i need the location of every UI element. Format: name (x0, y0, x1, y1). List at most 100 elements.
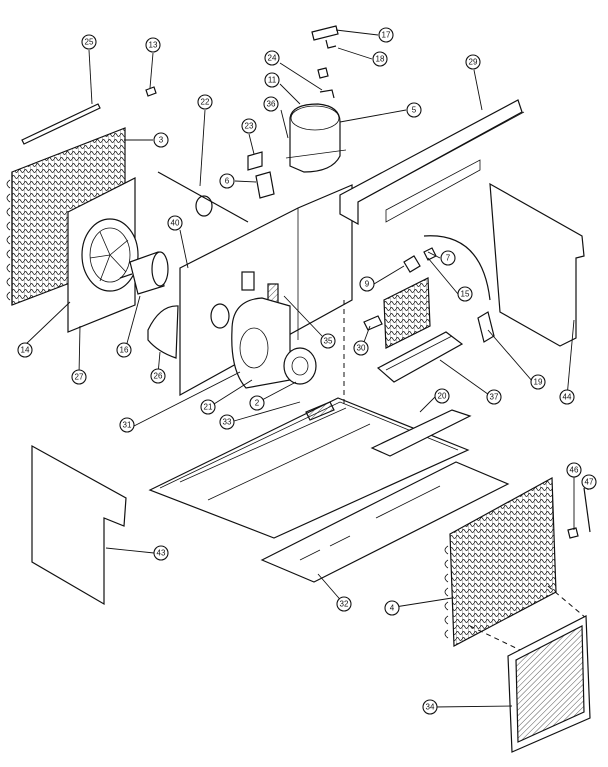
callout-label: 9 (365, 280, 370, 289)
callout-label: 19 (534, 378, 543, 387)
callout-label: 34 (426, 703, 435, 712)
callout-31: 31 (119, 417, 135, 433)
callout-label: 37 (490, 393, 499, 402)
right-side-panel (489, 182, 585, 347)
callout-2: 2 (249, 395, 265, 411)
callout-label: 4 (390, 604, 395, 613)
callout-24: 24 (264, 50, 280, 66)
callout-19: 19 (530, 374, 546, 390)
callout-label: 5 (412, 106, 417, 115)
grommet (145, 86, 157, 97)
blower (231, 297, 317, 389)
callout-7: 7 (440, 250, 456, 266)
callout-44: 44 (559, 389, 575, 405)
callout-label: 16 (120, 346, 129, 355)
callout-label: 15 (461, 290, 470, 299)
callout-27: 27 (71, 369, 87, 385)
callout-label: 20 (438, 392, 447, 401)
parts-drawing (6, 25, 591, 753)
callout-22: 22 (197, 94, 213, 110)
callout-label: 11 (268, 76, 277, 85)
callout-label: 29 (469, 58, 478, 67)
callout-label: 33 (223, 418, 232, 427)
callout-label: 23 (245, 122, 254, 131)
callout-label: 40 (171, 219, 180, 228)
callout-label: 35 (324, 337, 333, 346)
callout-5: 5 (406, 102, 422, 118)
callout-label: 36 (267, 100, 276, 109)
switch-bracket (311, 25, 339, 41)
callout-46: 46 (566, 462, 582, 478)
callout-label: 21 (204, 403, 213, 412)
callouts: 25 13 3 22 23 6 24 11 36 5 17 18 29 40 7… (17, 27, 597, 715)
callout-6: 6 (219, 173, 235, 189)
callout-label: 31 (123, 421, 132, 430)
right-coil (444, 477, 557, 647)
callout-20: 20 (434, 388, 450, 404)
duct-piece (147, 305, 179, 359)
callout-15: 15 (457, 286, 473, 302)
callout-4: 4 (384, 600, 400, 616)
callout-label: 25 (85, 38, 94, 47)
wire-harness (423, 235, 491, 301)
callout-label: 17 (382, 31, 391, 40)
callout-37: 37 (486, 389, 502, 405)
callout-label: 14 (21, 346, 30, 355)
callout-label: 27 (75, 373, 84, 382)
callout-label: 47 (585, 478, 594, 487)
top-strip (21, 103, 101, 145)
callout-36: 36 (263, 96, 279, 112)
side-bracket (477, 311, 495, 343)
callout-label: 30 (357, 344, 366, 353)
overload-terminal (319, 89, 335, 99)
callout-23: 23 (241, 118, 257, 134)
callout-25: 25 (81, 34, 97, 50)
pan-strip (370, 409, 472, 457)
callout-32: 32 (336, 596, 352, 612)
callout-43: 43 (153, 545, 169, 561)
small-clip (567, 527, 579, 539)
callout-16: 16 (116, 342, 132, 358)
capacitor (255, 171, 275, 199)
compressor-clip (317, 67, 329, 79)
evaporator-coil (383, 247, 437, 349)
left-side-panel (31, 444, 127, 606)
callout-40: 40 (167, 215, 183, 231)
capacitor-bracket (247, 151, 263, 171)
bulkhead (179, 184, 353, 397)
callout-21: 21 (200, 399, 216, 415)
front-grille (507, 615, 591, 753)
deflector (376, 331, 464, 383)
base-pan (148, 397, 470, 539)
callout-26: 26 (150, 368, 166, 384)
callout-label: 26 (154, 372, 163, 381)
callout-18: 18 (372, 51, 388, 67)
callout-30: 30 (353, 340, 369, 356)
callout-label: 7 (446, 254, 451, 263)
condenser-fan (81, 218, 139, 292)
callout-17: 17 (378, 27, 394, 43)
callout-label: 43 (157, 549, 166, 558)
callout-11: 11 (264, 72, 280, 88)
leader-lines (24, 29, 589, 708)
fan-motor (119, 251, 169, 295)
callout-label: 13 (149, 41, 158, 50)
lower-base (260, 461, 510, 583)
callout-29: 29 (465, 54, 481, 70)
callout-33: 33 (219, 414, 235, 430)
callout-label: 46 (570, 466, 579, 475)
callout-34: 34 (422, 699, 438, 715)
callout-label: 44 (563, 393, 572, 402)
compressor (285, 103, 347, 173)
callout-label: 2 (255, 399, 260, 408)
control-bracket (363, 315, 383, 331)
callout-label: 6 (225, 177, 230, 186)
callout-label: 3 (159, 136, 164, 145)
callout-label: 18 (376, 55, 385, 64)
callout-47: 47 (581, 474, 597, 490)
callout-14: 14 (17, 342, 33, 358)
callout-label: 32 (340, 600, 349, 609)
callout-9: 9 (359, 276, 375, 292)
callout-label: 22 (201, 98, 210, 107)
